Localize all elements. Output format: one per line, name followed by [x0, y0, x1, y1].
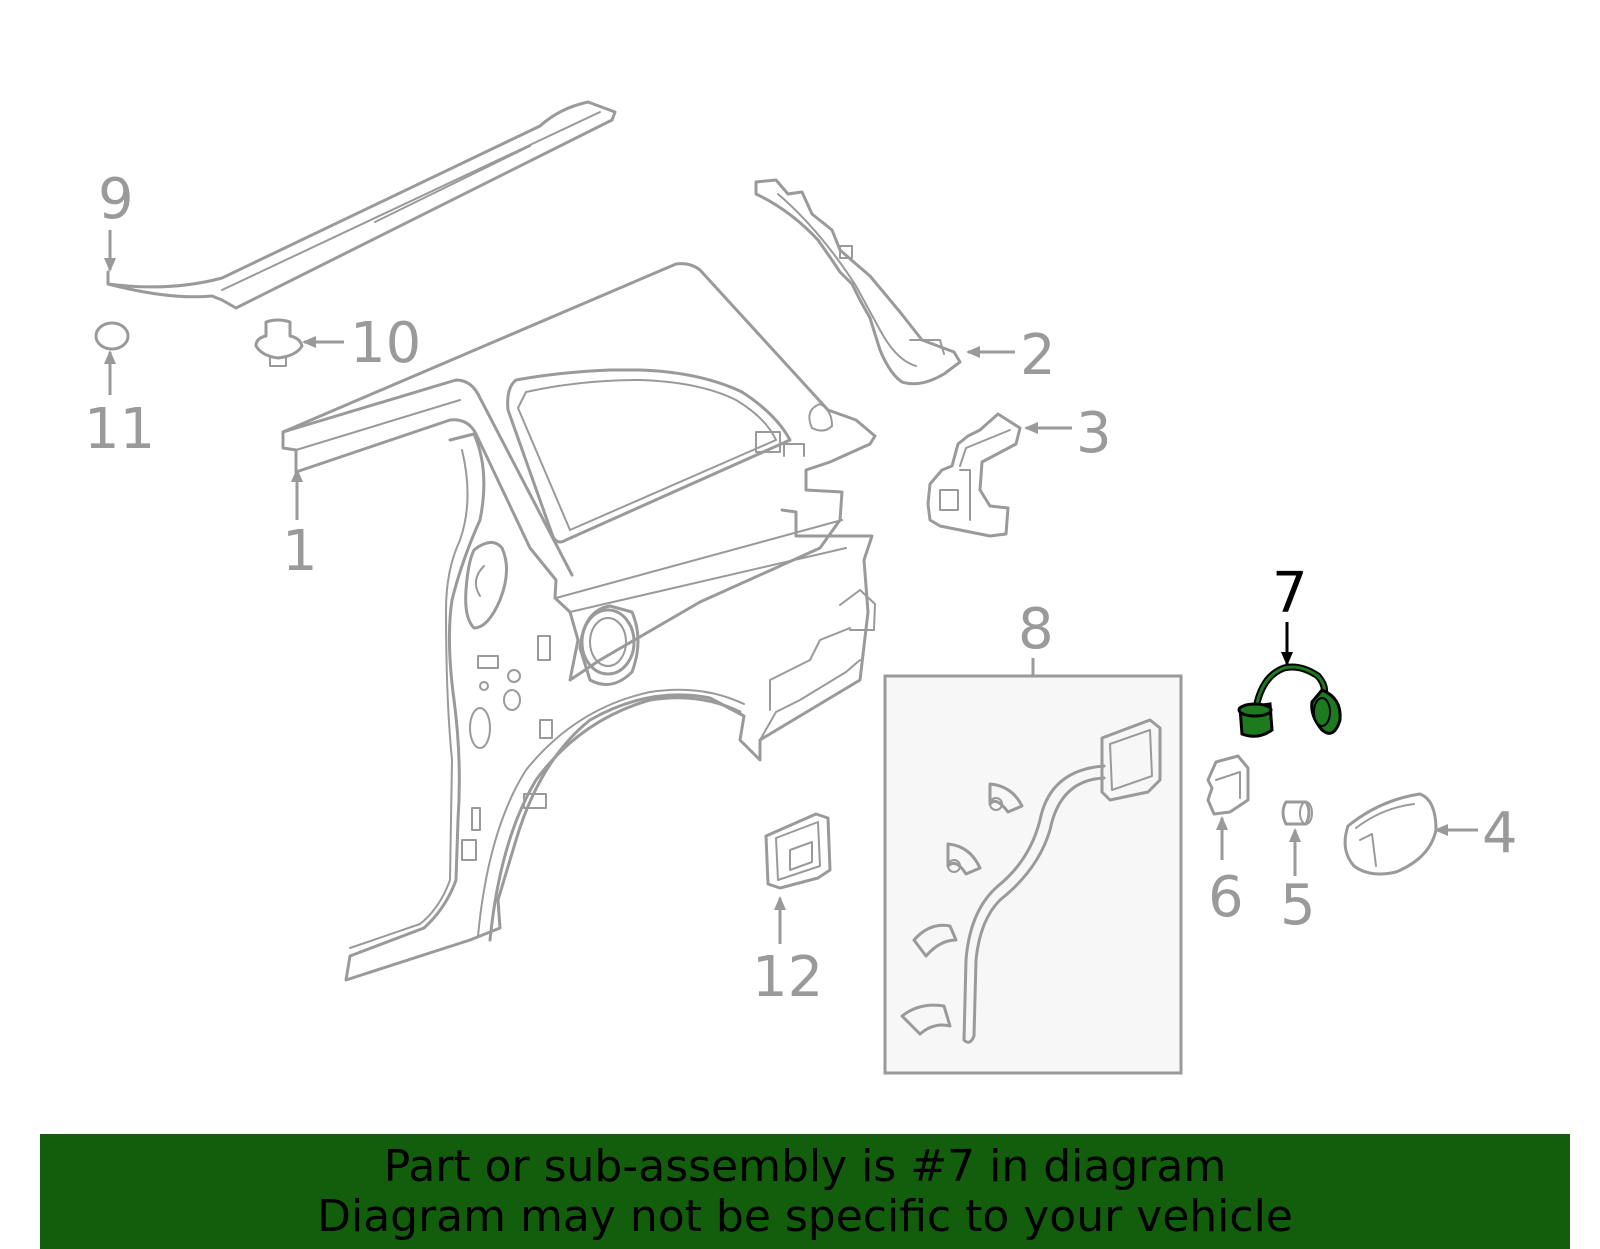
callout-3[interactable]: 3 [1076, 401, 1112, 466]
callout-12[interactable]: 12 [752, 945, 823, 1010]
callout-7[interactable]: 7 [1272, 561, 1308, 626]
callout-10[interactable]: 10 [350, 311, 421, 376]
callout-8[interactable]: 8 [1018, 597, 1054, 662]
part-10-clip[interactable] [254, 318, 304, 367]
callout-4[interactable]: 4 [1482, 801, 1518, 866]
part-12-housing[interactable] [764, 812, 832, 890]
part-2-pillar[interactable] [754, 178, 962, 386]
part-5-bushing[interactable] [1281, 800, 1313, 826]
part-8-subassembly-box[interactable] [883, 674, 1183, 1075]
part-1-quarter-panel[interactable] [281, 262, 877, 982]
callout-5[interactable]: 5 [1280, 873, 1316, 938]
part-6-bracket[interactable] [1206, 754, 1250, 816]
info-banner: Part or sub-assembly is #7 in diagram Di… [40, 1134, 1570, 1249]
callout-2[interactable]: 2 [1020, 323, 1056, 388]
part-11-grommet[interactable] [94, 321, 130, 351]
part-4-fuel-door[interactable] [1343, 792, 1438, 876]
part-7-fuel-cap-tether[interactable] [1237, 663, 1342, 738]
part-9-roof-molding[interactable] [106, 100, 617, 310]
callout-labels: 9 10 11 1 2 3 7 8 4 6 5 12 [84, 167, 1518, 1010]
callout-6[interactable]: 6 [1208, 865, 1244, 930]
parts-diagram: 9 10 11 1 2 3 7 8 4 6 5 12 [84, 100, 1518, 1075]
banner-line-1: Part or sub-assembly is #7 in diagram [383, 1140, 1227, 1192]
leader-lines [104, 230, 1478, 944]
callout-11[interactable]: 11 [84, 397, 155, 462]
banner-line-2: Diagram may not be specific to your vehi… [317, 1190, 1293, 1242]
callout-1[interactable]: 1 [282, 519, 318, 584]
part-3-bracket[interactable] [926, 412, 1022, 538]
callout-9[interactable]: 9 [98, 167, 134, 232]
